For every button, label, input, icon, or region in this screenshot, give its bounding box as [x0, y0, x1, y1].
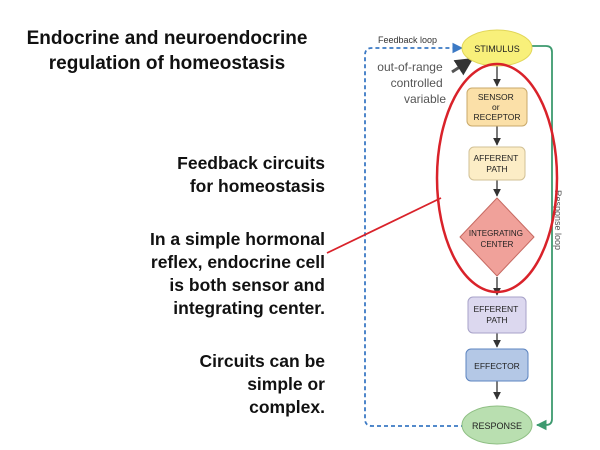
integrating-node: [459, 197, 535, 277]
title-line: Endocrine and neuroendocrine: [26, 28, 308, 49]
response-node: [461, 405, 533, 445]
slide-title: Endocrine and neuroendocrine regulation …: [8, 26, 326, 76]
response-label: RESPONSE: [472, 421, 522, 431]
effector-label: EFFECTOR: [474, 361, 520, 371]
highlight-pointer-line: [326, 197, 442, 254]
text-line: is both sensor and: [169, 275, 325, 295]
text-line: complex.: [249, 397, 325, 417]
afferent-node: [468, 146, 526, 181]
feedback-circuits-text: Feedback circuits for homeostasis: [85, 152, 325, 198]
feedback-loop-label: Feedback loop: [378, 35, 437, 45]
efferent-label: EFFERENT PATH: [473, 304, 520, 325]
response-loop-line: [532, 45, 553, 431]
text-line: simple or: [247, 374, 325, 394]
stimulus-label: STIMULUS: [474, 44, 520, 54]
integrating-label: INTEGRATING CENTER: [469, 229, 525, 249]
sensor-label: SENSOR or RECEPTOR: [473, 92, 520, 122]
simple-reflex-text: In a simple hormonal reflex, endocrine c…: [25, 228, 325, 320]
efferent-node: [467, 296, 527, 334]
response-loop-label: Response loop: [553, 190, 563, 250]
highlight-ellipse: [435, 62, 559, 294]
text-line: reflex, endocrine cell: [150, 252, 325, 272]
circuits-simple-text: Circuits can be simple or complex.: [85, 350, 325, 419]
text-line: In a simple hormonal: [149, 229, 325, 249]
text-line: Circuits can be: [199, 351, 325, 371]
feedback-loop-line: [364, 42, 465, 427]
text-line: Feedback circuits: [177, 153, 325, 173]
annotation-text: out-of-range controlled variable: [377, 60, 446, 106]
title-line: regulation of homeostasis: [48, 53, 286, 74]
text-line: for homeostasis: [189, 176, 325, 196]
effector-node: [465, 348, 529, 382]
afferent-label: AFFERENT PATH: [473, 153, 520, 174]
annotation-arrow: [451, 57, 474, 76]
sensor-node: [466, 87, 528, 127]
stimulus-node: [461, 29, 533, 67]
text-line: integrating center.: [173, 298, 325, 318]
